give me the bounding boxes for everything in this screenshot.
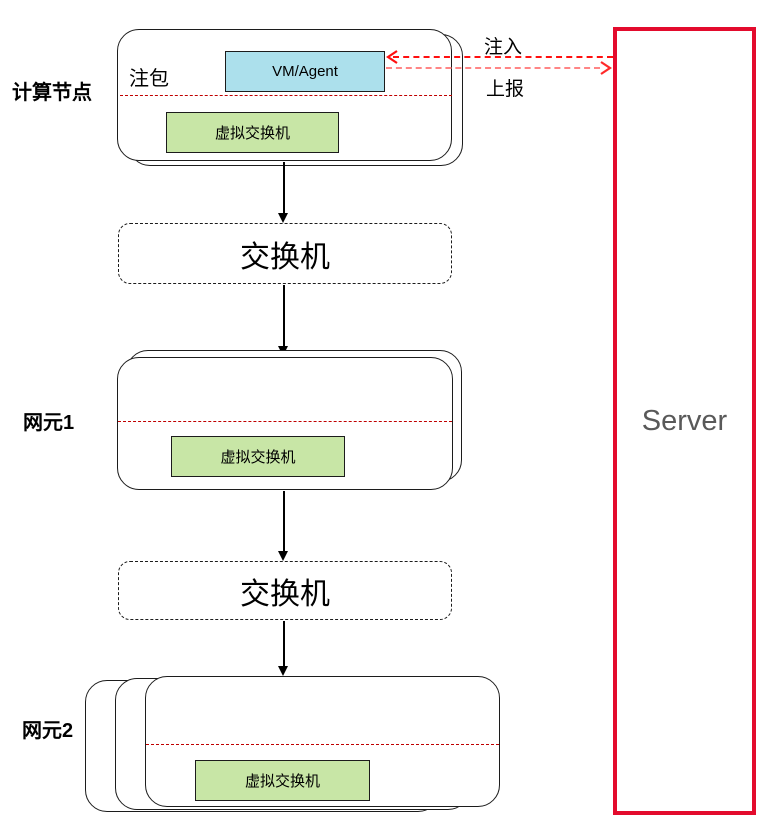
arrow-down-icon (278, 551, 288, 561)
ne2-virtual-switch-box: 虚拟交换机 (195, 760, 370, 801)
compute-virtual-switch-label: 虚拟交换机 (214, 125, 290, 142)
ne1-virtual-switch-label: 虚拟交换机 (220, 449, 296, 466)
vm-agent-label: VM/Agent (272, 63, 338, 80)
switch-bottom-box: 交换机 (118, 561, 452, 620)
ne1-partition-line (118, 421, 452, 422)
compute-partition-line (120, 95, 452, 96)
flow-line-switch-to-ne2 (283, 621, 285, 666)
arrow-down-icon (278, 213, 288, 223)
ne2-label: 网元2 (22, 720, 74, 742)
compute-virtual-switch-box: 虚拟交换机 (166, 112, 339, 153)
inject-flow-label: 注入 (484, 37, 523, 58)
vm-agent-box: VM/Agent (225, 51, 385, 92)
inject-flow-line (393, 56, 613, 58)
ne2-partition-line (146, 744, 499, 745)
flow-line-compute-to-switch (283, 162, 285, 214)
flow-line-ne1-to-switch (283, 491, 285, 551)
server-box: Server (613, 27, 756, 815)
switch-top-box: 交换机 (118, 223, 452, 284)
switch-top-label: 交换机 (240, 240, 330, 274)
report-flow-line (386, 67, 600, 69)
packet-inject-annotation: 注包 (129, 68, 169, 90)
flow-line-switch-to-ne1 (283, 285, 285, 346)
arrow-down-icon (278, 666, 288, 676)
arrowhead-right-icon (600, 61, 612, 75)
ne1-virtual-switch-box: 虚拟交换机 (171, 436, 345, 477)
compute-node-label: 计算节点 (12, 82, 92, 104)
arrowhead-left-icon (386, 50, 398, 64)
report-flow-label: 上报 (486, 79, 525, 100)
switch-bottom-label: 交换机 (240, 577, 330, 611)
ne2-virtual-switch-label: 虚拟交换机 (244, 773, 320, 790)
server-label: Server (641, 404, 728, 437)
ne1-label: 网元1 (23, 412, 75, 434)
